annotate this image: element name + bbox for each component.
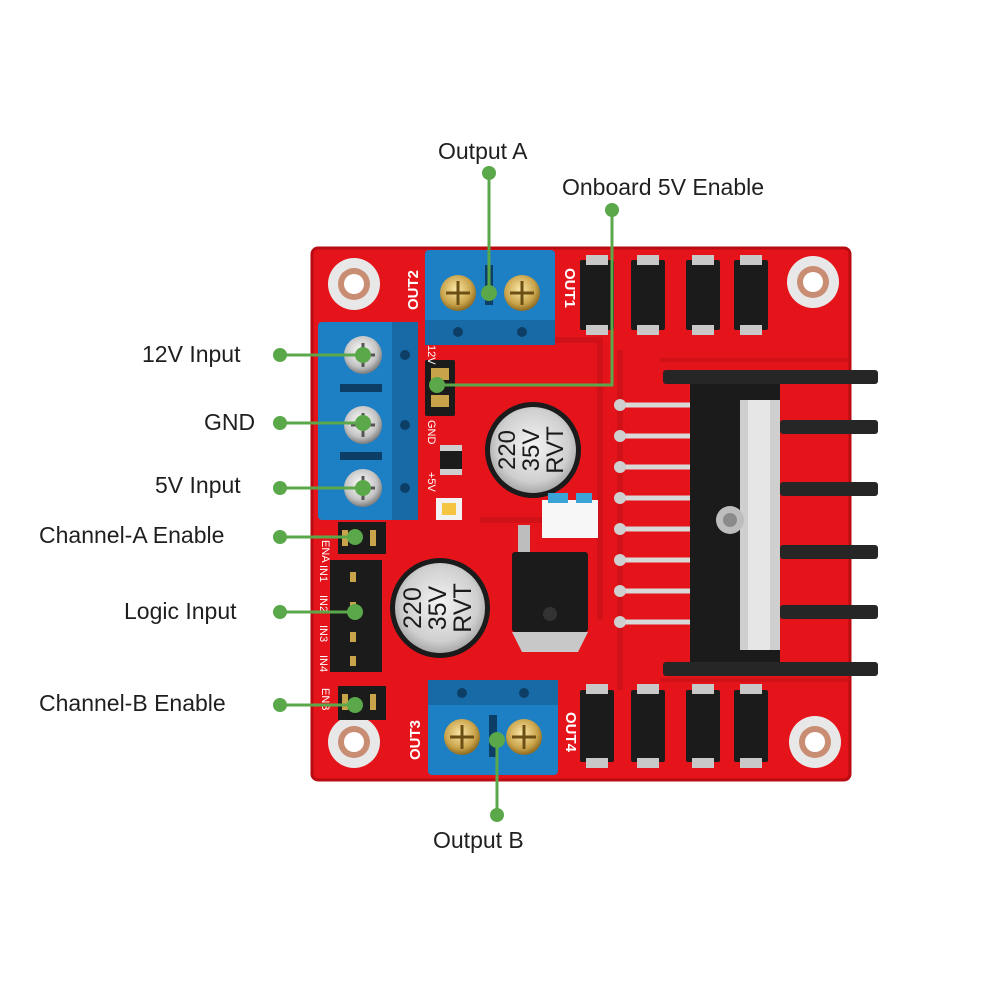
power-led <box>436 498 462 520</box>
label-12v-input: 12V Input <box>142 341 241 367</box>
pin-label-in2: IN2 <box>317 595 329 612</box>
silk-label-gnd: GND <box>425 420 437 445</box>
silk-label-out3: OUT3 <box>407 720 424 760</box>
label-output-a: Output A <box>438 138 528 164</box>
capacitor-1-label-line-1: 220 <box>494 430 521 470</box>
driver-ic-pins <box>620 402 690 625</box>
silk-label-out4: OUT4 <box>562 712 579 753</box>
mounting-hole-top-right <box>787 256 839 308</box>
pin-label-ena: ENA <box>319 540 331 563</box>
label-output-b: Output B <box>433 827 524 853</box>
pin-label-enb: ENB <box>319 688 331 711</box>
label-5v-input: 5V Input <box>155 472 241 498</box>
capacitor-2-label-line-3: RVT <box>449 583 477 633</box>
electrolytic-capacitor-2: 220 35V RVT <box>390 558 490 658</box>
mounting-hole-bottom-left <box>328 716 380 768</box>
mounting-hole-top-left <box>328 258 380 310</box>
driver-ic-solder-pads <box>614 399 626 628</box>
silk-label-out2: OUT2 <box>405 270 422 310</box>
terminal-block-output-b <box>428 680 558 775</box>
label-logic-input: Logic Input <box>124 598 237 624</box>
capacitor-1-label-line-3: RVT <box>542 426 569 474</box>
pin-label-in1: IN1 <box>317 565 329 582</box>
label-onboard-5v-enable: Onboard 5V Enable <box>562 174 765 200</box>
pin-label-in4: IN4 <box>317 655 329 672</box>
mounting-hole-bottom-right <box>789 716 841 768</box>
label-channel-a-enable: Channel-A Enable <box>39 522 225 548</box>
diodes-bottom <box>580 684 768 768</box>
capacitor-2-label-line-1: 220 <box>399 587 427 629</box>
silk-label-12v: 12V <box>425 345 437 365</box>
label-gnd: GND <box>204 409 256 435</box>
electrolytic-capacitor-1: 220 35V RVT <box>485 402 581 498</box>
capacitor-2-label-line-2: 35V <box>424 585 452 630</box>
heatsink <box>663 370 878 676</box>
silk-label-5v: +5V <box>425 472 437 493</box>
leader-lines <box>280 173 614 815</box>
logic-label-sticker <box>542 493 598 538</box>
diodes-top <box>580 255 768 335</box>
voltage-regulator <box>512 525 588 652</box>
smd-resistor <box>440 445 462 475</box>
capacitor-1-label-line-2: 35V <box>518 429 545 472</box>
logic-header <box>330 522 386 720</box>
pin-label-in3: IN3 <box>317 625 329 642</box>
silk-label-out1: OUT1 <box>561 268 578 308</box>
leader-onboard-5v-enable <box>437 210 614 387</box>
leader-dots <box>273 166 619 822</box>
label-channel-b-enable: Channel-B Enable <box>39 690 226 716</box>
